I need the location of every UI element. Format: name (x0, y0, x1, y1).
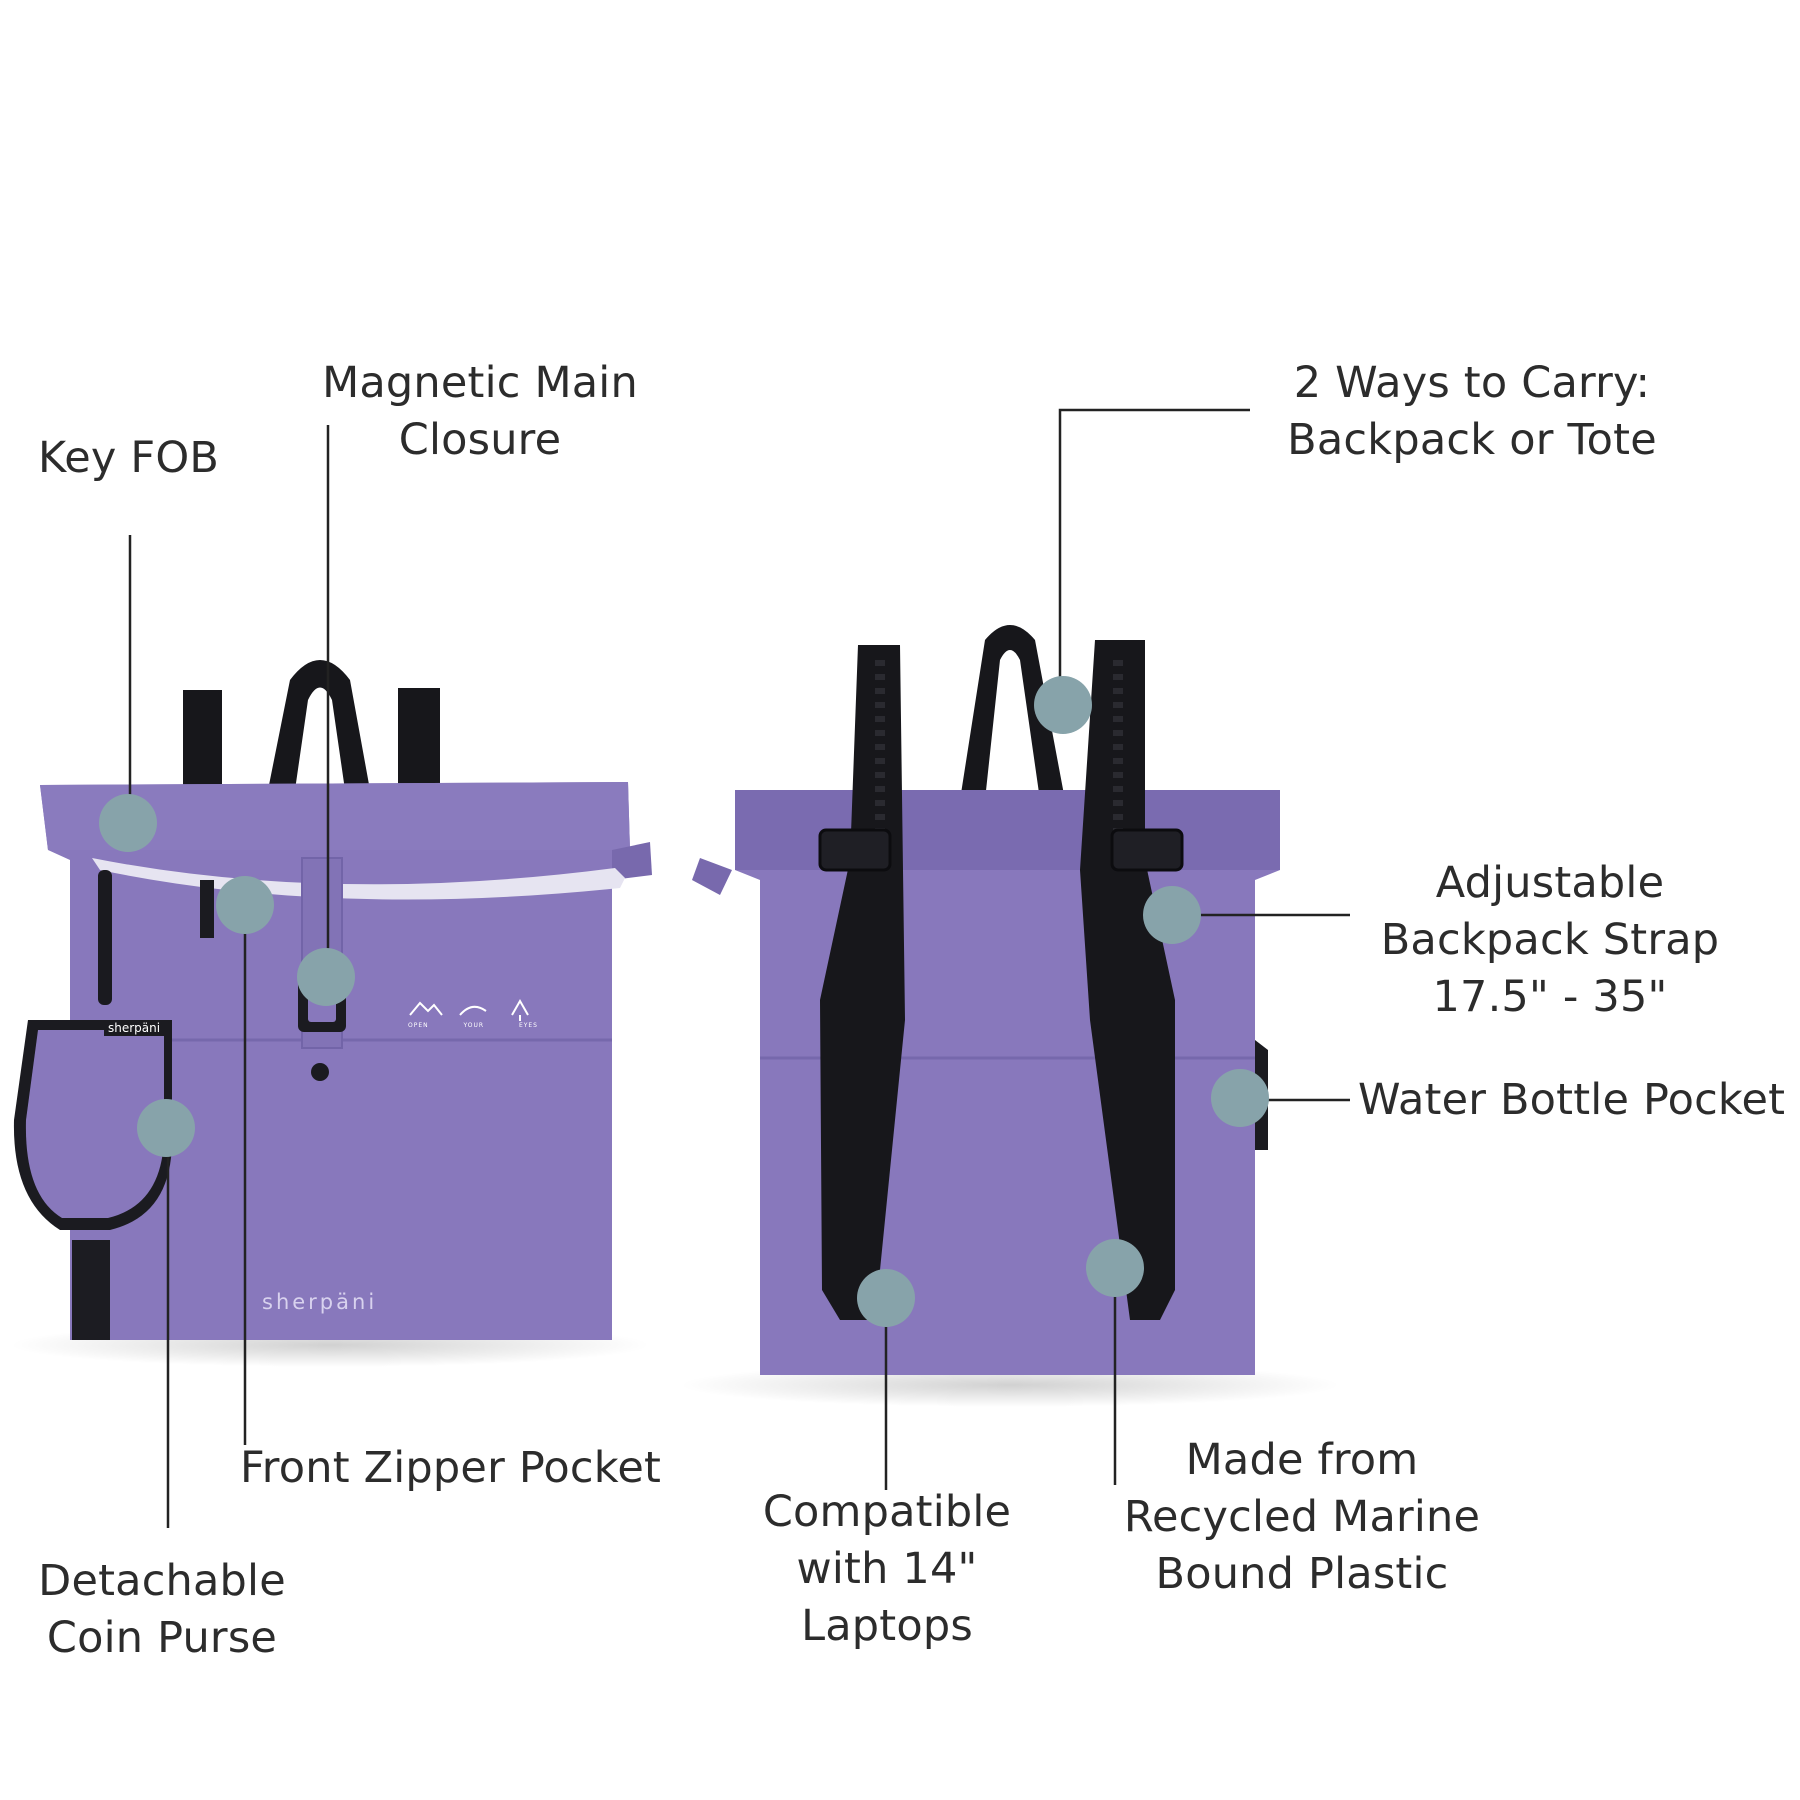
hotspot-recycled[interactable] (1086, 1239, 1144, 1297)
front-bag-logo: sherpäni (262, 1290, 378, 1314)
left-backpack-strap (820, 645, 905, 1320)
label-magnetic-closure-line2: Closure (398, 415, 562, 465)
label-coin-purse: Detachable Coin Purse (22, 1553, 302, 1667)
hotspot-adjustable-strap[interactable] (1143, 886, 1201, 944)
back-view-backpack (680, 625, 1340, 1407)
left-strap-adjuster (818, 828, 892, 872)
label-recycled: Made from Recycled Marine Bound Plastic (1112, 1432, 1492, 1603)
small-print-eyes: EYES (518, 1022, 538, 1029)
label-two-ways-line1: 2 Ways to Carry: (1293, 358, 1651, 408)
hotspot-key-fob[interactable] (99, 794, 157, 852)
label-recycled-line1: Made from (1185, 1435, 1419, 1485)
label-laptop-line3: Laptops (801, 1601, 973, 1651)
leader-lines (128, 408, 1350, 1528)
label-laptop: Compatible with 14" Laptops (742, 1484, 1032, 1655)
label-adjustable-strap-line2: Backpack Strap (1380, 915, 1720, 965)
coin-purse (13, 1020, 173, 1230)
label-water-bottle: Water Bottle Pocket (1358, 1075, 1786, 1125)
label-adjustable-strap-line3: 17.5" - 35" (1432, 972, 1668, 1022)
right-shoulder-strap-top (398, 688, 440, 790)
label-magnetic-closure: Magnetic Main Closure (260, 355, 700, 469)
left-shoulder-strap-top (183, 690, 222, 790)
back-bag-body (735, 790, 1280, 1375)
label-key-fob: Key FOB (38, 433, 220, 483)
label-two-ways-line2: Backpack or Tote (1287, 415, 1657, 465)
back-top-handle (960, 625, 1065, 800)
right-backpack-strap (1080, 640, 1175, 1320)
hotspot-coin-purse[interactable] (137, 1099, 195, 1157)
label-magnetic-closure-line1: Magnetic Main (322, 358, 638, 408)
label-recycled-line2: Recycled Marine (1123, 1492, 1481, 1542)
right-strap-adjuster (1110, 828, 1184, 872)
label-laptop-line1: Compatible (762, 1487, 1012, 1537)
label-coin-purse-line1: Detachable (38, 1556, 286, 1606)
hotspot-front-zipper[interactable] (216, 876, 274, 934)
label-coin-purse-line2: Coin Purse (46, 1613, 278, 1663)
small-print-open: OPEN (408, 1022, 429, 1029)
hotspot-two-ways[interactable] (1034, 676, 1092, 734)
hotspot-laptop[interactable] (857, 1269, 915, 1327)
front-bag-body (40, 782, 630, 1340)
label-two-ways: 2 Ways to Carry: Backpack or Tote (1262, 355, 1682, 469)
hotspot-magnetic-closure[interactable] (297, 948, 355, 1006)
label-recycled-line3: Bound Plastic (1155, 1549, 1449, 1599)
front-view-backpack (10, 660, 652, 1367)
label-adjustable-strap: Adjustable Backpack Strap 17.5" - 35" (1360, 855, 1740, 1026)
hotspots (99, 676, 1269, 1327)
coin-purse-logo: sherpäni (108, 1021, 161, 1035)
small-print-your: YOUR (463, 1022, 485, 1029)
label-front-zipper: Front Zipper Pocket (240, 1443, 662, 1493)
hotspot-water-bottle[interactable] (1211, 1069, 1269, 1127)
label-adjustable-strap-line1: Adjustable (1435, 858, 1665, 908)
leader-two-ways (1058, 408, 1250, 705)
top-handle (268, 660, 370, 790)
front-small-print: OPEN YOUR EYES (408, 1022, 538, 1029)
label-laptop-line2: with 14" (796, 1544, 978, 1594)
